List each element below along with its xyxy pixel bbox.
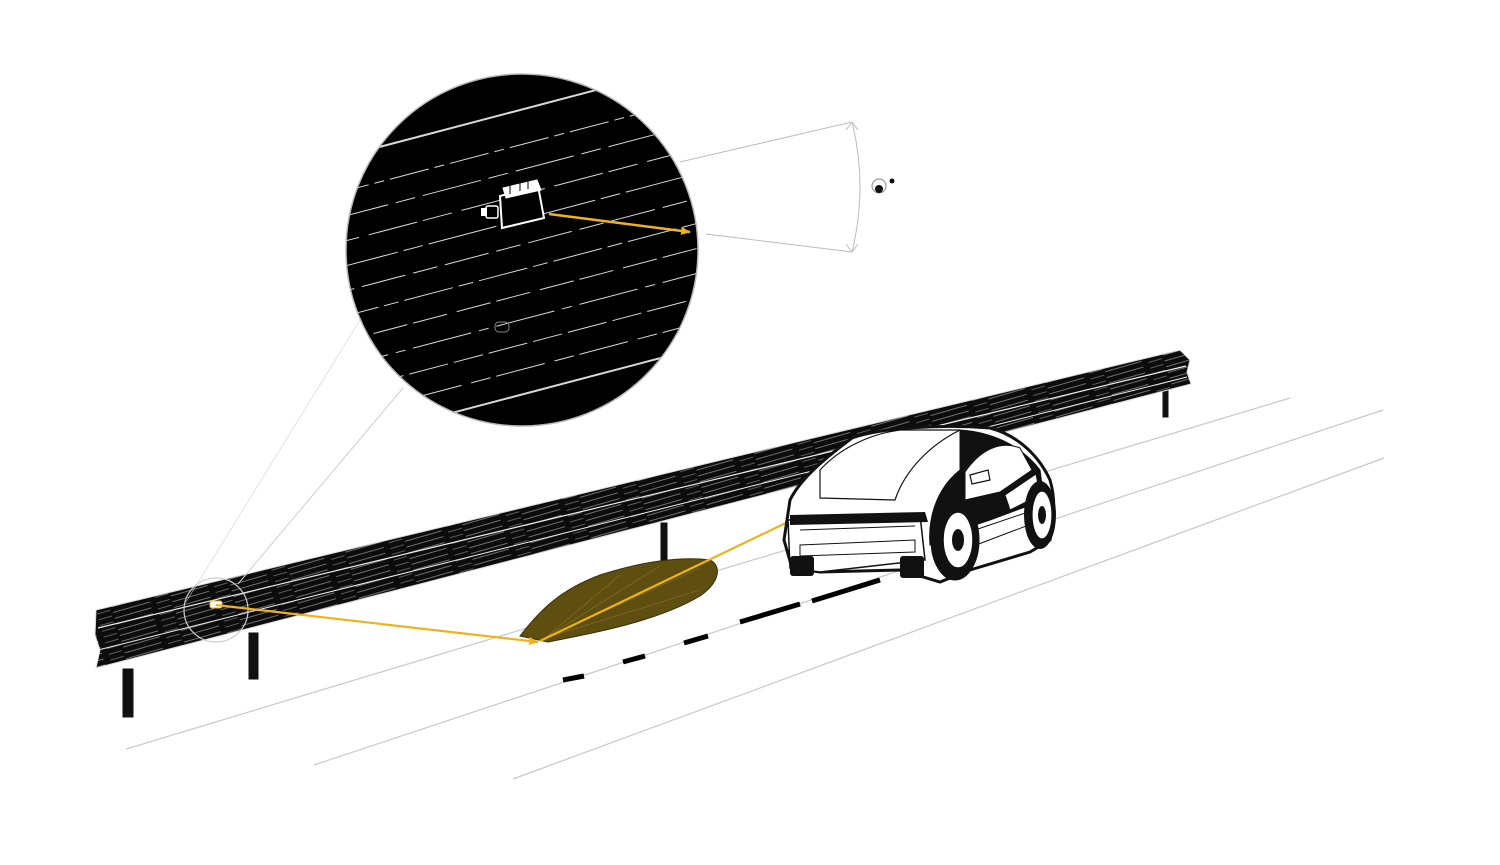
guardrail-post [247, 631, 260, 681]
lens-background [346, 74, 698, 426]
road-edge-line [512, 457, 1385, 780]
callout-connector [185, 319, 361, 603]
sensor-device-icon [481, 179, 546, 230]
guardrail-posts [121, 383, 1170, 719]
callout-connector [237, 387, 404, 585]
arrow-icon [548, 212, 691, 235]
guardrail-post [121, 667, 135, 719]
lens-border [345, 73, 699, 427]
detail-callout-circle [183, 577, 249, 643]
camera-dot-icon [871, 178, 895, 194]
vehicle [782, 424, 1056, 584]
lane-dashes [562, 577, 881, 683]
arrow-icon [215, 603, 539, 645]
bolt-hole [494, 321, 510, 333]
detail-callout-small [183, 319, 404, 643]
guardrail-post [659, 521, 669, 563]
field-of-view [679, 121, 861, 253]
detail-callout-lens [345, 73, 699, 427]
